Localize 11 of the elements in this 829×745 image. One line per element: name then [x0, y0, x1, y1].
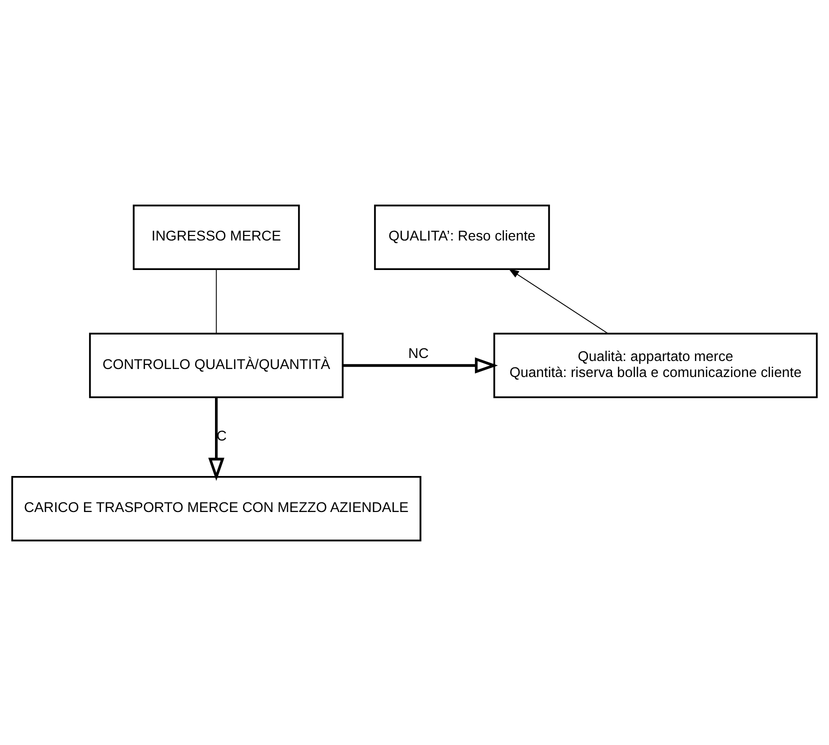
arrow	[342, 356, 498, 374]
edge-label: C	[216, 426, 227, 443]
node-box: QUALITA’: Reso cliente	[374, 204, 550, 270]
arrow	[508, 268, 609, 334]
edge-label: NC	[408, 344, 429, 361]
node-box: Qualità: appartato merce Quantità: riserva bolla e comunicazione cliente	[493, 332, 818, 398]
arrow	[208, 396, 224, 480]
connector	[216, 268, 217, 334]
node-box: CONTROLLO QUALITÀ/QUANTITÀ	[89, 332, 344, 398]
node-box: INGRESSO MERCE	[132, 204, 300, 270]
node-box: CARICO E TRASPORTO MERCE CON MEZZO AZIENDALE	[11, 475, 422, 541]
